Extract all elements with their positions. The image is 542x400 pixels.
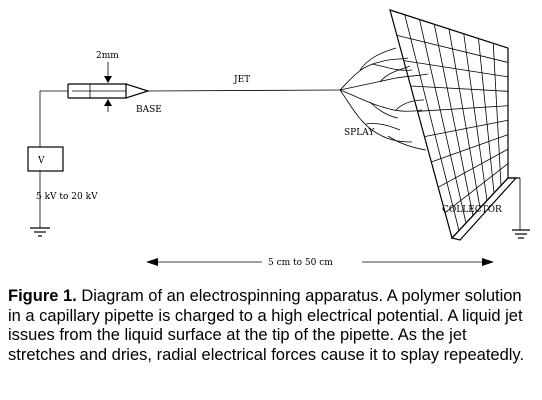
splay-branches (339, 47, 429, 151)
ground-symbol-left (30, 227, 50, 237)
splay-label: SPLAY (344, 128, 375, 138)
grid-horizontal-line (417, 105, 509, 112)
grid-horizontal-line (396, 34, 509, 63)
grid-vertical-line (448, 28, 481, 209)
distance-arrow (146, 258, 494, 266)
gap-label: 2mm (96, 51, 119, 61)
voltage-range-label: 5 kV to 20 kV (36, 192, 98, 202)
grid-vertical-line (404, 14, 460, 231)
jet-label: JET (233, 75, 250, 85)
figure-caption: Figure 1. Diagram of an electrospinning … (8, 287, 536, 365)
grid-horizontal-line (431, 134, 509, 163)
grid-horizontal-line (438, 148, 509, 188)
grid-vertical-line (478, 38, 495, 194)
base-label: BASE (136, 105, 162, 115)
grid-horizontal-line (424, 119, 509, 138)
grid-horizontal-line (444, 163, 509, 213)
caption-text: Diagram of an electrospinning apparatus.… (8, 287, 525, 364)
grid-vertical-line (419, 19, 467, 224)
gap-dimension (104, 62, 112, 112)
grid-horizontal-line (403, 60, 509, 78)
caption-lead: Figure 1. (8, 287, 77, 305)
voltage-source-label: V (37, 156, 45, 166)
jet-line (147, 89, 341, 92)
grid-vertical-line (463, 33, 488, 201)
ground-symbol-right (512, 229, 530, 239)
grid-vertical-line (492, 43, 502, 186)
capillary-pipette (67, 83, 150, 99)
grid-horizontal-line (410, 85, 509, 92)
grid-vertical-line (433, 24, 474, 216)
collector-label: COLLECTOR (442, 205, 502, 215)
distance-label: 5 cm to 50 cm (268, 258, 333, 268)
collector-grid (389, 9, 521, 241)
supply-wire (27, 90, 68, 228)
